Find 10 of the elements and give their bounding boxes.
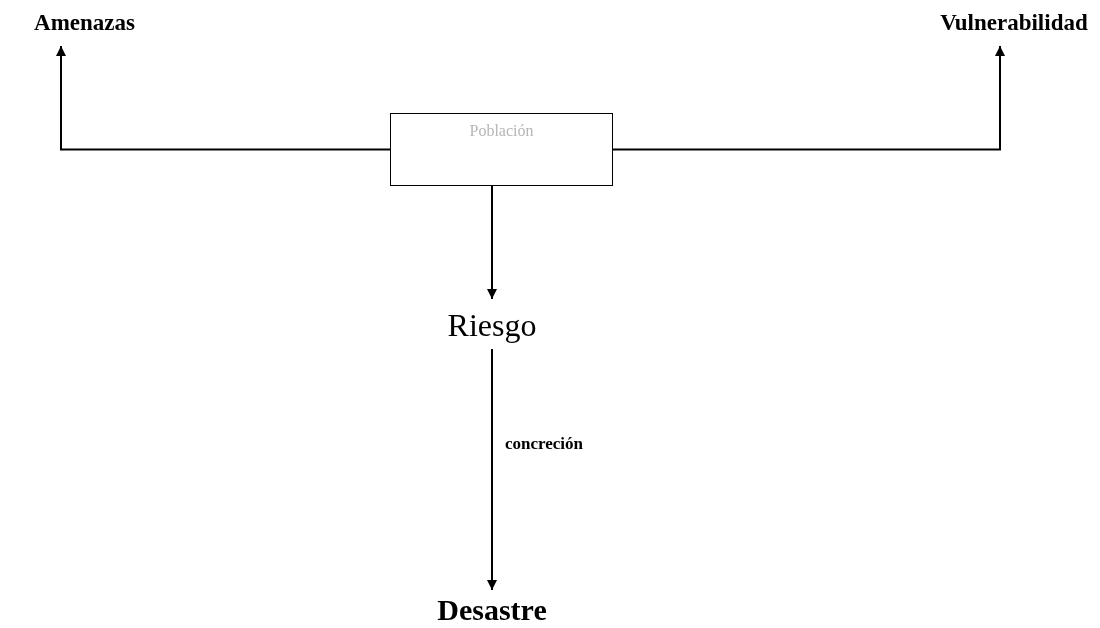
process-box (390, 113, 613, 186)
node-label: Riesgo (447, 306, 537, 344)
node-label: Desastre (437, 593, 547, 627)
arrow (487, 348, 497, 591)
node-label: Amenazas (34, 10, 135, 36)
arrow (56, 45, 391, 151)
arrow (487, 185, 497, 300)
arrow (612, 45, 1005, 151)
node-label: Población (469, 122, 534, 140)
node-label: Vulnerabilidad (940, 10, 1088, 36)
